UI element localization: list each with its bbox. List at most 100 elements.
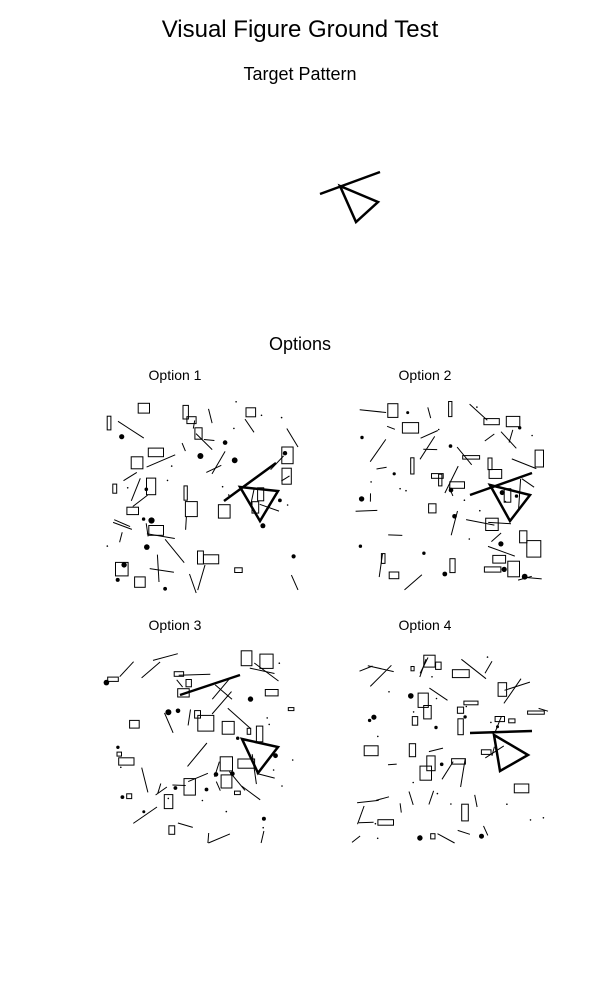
noise-line bbox=[427, 407, 432, 419]
option-4-panel[interactable] bbox=[350, 645, 550, 845]
noise-dot bbox=[222, 440, 228, 445]
noise-rect bbox=[245, 407, 257, 418]
noise-line bbox=[177, 822, 193, 828]
noise-dot bbox=[291, 759, 294, 761]
noise-line bbox=[399, 803, 402, 813]
noise-rect bbox=[526, 540, 542, 558]
option-4-label: Option 4 bbox=[398, 617, 452, 633]
noise-rect bbox=[221, 720, 235, 735]
options-heading: Options bbox=[268, 334, 332, 354]
noise-line bbox=[211, 451, 226, 475]
noise-rect bbox=[411, 716, 419, 726]
noise-line bbox=[503, 678, 522, 704]
option-3-label: Option 3 bbox=[148, 617, 202, 633]
noise-dot bbox=[221, 485, 224, 488]
noise-dot bbox=[501, 566, 507, 572]
noise-line bbox=[351, 835, 361, 843]
noise-dot bbox=[116, 745, 120, 749]
noise-dot bbox=[392, 472, 396, 476]
noise-line bbox=[260, 830, 265, 844]
option-1-panel[interactable] bbox=[100, 395, 300, 595]
noise-dot bbox=[261, 816, 266, 821]
noise-line bbox=[386, 425, 396, 430]
target-pattern-label: Target Pattern bbox=[243, 64, 357, 84]
noise-line bbox=[460, 758, 466, 788]
noise-dot bbox=[479, 833, 484, 839]
noise-rect bbox=[431, 473, 444, 479]
noise-rect bbox=[186, 416, 197, 425]
noise-rect bbox=[219, 756, 233, 772]
option-3-panel[interactable] bbox=[100, 645, 300, 845]
noise-dot bbox=[163, 586, 167, 591]
noise-rect bbox=[129, 719, 140, 729]
noise-line bbox=[474, 794, 478, 808]
noise-line bbox=[208, 833, 231, 844]
noise-line bbox=[437, 833, 455, 844]
noise-rect bbox=[451, 669, 470, 679]
noise-dot bbox=[106, 545, 109, 547]
noise-rect bbox=[240, 650, 253, 667]
noise-dot bbox=[498, 541, 504, 547]
noise-line bbox=[485, 745, 505, 759]
noise-rect bbox=[430, 833, 436, 840]
noise-rect bbox=[463, 700, 479, 706]
target-pattern-figure bbox=[319, 170, 381, 225]
noise-line bbox=[483, 825, 489, 836]
noise-dot bbox=[542, 817, 545, 819]
noise-dot bbox=[141, 517, 146, 521]
noise-rect bbox=[106, 415, 112, 431]
noise-line bbox=[369, 439, 387, 462]
noise-line bbox=[256, 773, 275, 779]
noise-dot bbox=[260, 523, 266, 529]
noise-dot bbox=[370, 481, 372, 483]
noise-rect bbox=[423, 654, 436, 668]
noise-dot bbox=[170, 465, 173, 467]
noise-dot bbox=[175, 708, 181, 714]
noise-rect bbox=[480, 749, 492, 755]
noise-rect bbox=[507, 560, 521, 578]
noise-rect bbox=[130, 456, 144, 470]
noise-dot bbox=[496, 725, 499, 729]
noise-dot bbox=[103, 679, 110, 686]
noise-rect bbox=[497, 682, 508, 697]
noise-rect bbox=[410, 666, 415, 672]
noise-rect bbox=[148, 525, 164, 536]
noise-line bbox=[408, 791, 414, 806]
noise-rect bbox=[234, 790, 241, 796]
noise-rect bbox=[449, 481, 466, 489]
option-1-label: Option 1 bbox=[148, 367, 202, 383]
noise-rect bbox=[203, 554, 220, 565]
noise-rect bbox=[255, 725, 264, 743]
noise-line bbox=[149, 568, 174, 573]
noise-rect bbox=[185, 679, 192, 688]
noise-line bbox=[355, 509, 378, 512]
noise-line bbox=[457, 829, 471, 835]
noise-line bbox=[250, 488, 255, 505]
noise-pattern bbox=[355, 401, 545, 591]
embedded-shape bbox=[469, 471, 533, 524]
noise-line bbox=[369, 664, 392, 687]
option-2-panel[interactable] bbox=[350, 395, 550, 595]
noise-rect bbox=[426, 755, 436, 772]
noise-dot bbox=[388, 691, 390, 693]
noise-line bbox=[450, 510, 458, 536]
noise-line bbox=[466, 519, 495, 526]
noise-dot bbox=[419, 835, 422, 837]
noise-line bbox=[461, 658, 487, 680]
noise-dot bbox=[479, 509, 481, 512]
noise-dot bbox=[408, 693, 414, 699]
noise-rect bbox=[197, 550, 204, 565]
noise-dot bbox=[506, 803, 508, 805]
noise-rect bbox=[488, 469, 503, 479]
noise-rect bbox=[435, 661, 442, 670]
noise-dot bbox=[142, 810, 146, 814]
noise-dot bbox=[120, 795, 125, 799]
noise-dot bbox=[236, 736, 240, 740]
noise-rect bbox=[281, 467, 292, 485]
noise-dot bbox=[225, 810, 228, 813]
noise-line bbox=[197, 564, 206, 591]
noise-dot bbox=[476, 406, 478, 408]
noise-rect bbox=[377, 819, 394, 826]
noise-line bbox=[484, 433, 495, 442]
noise-line bbox=[211, 691, 232, 715]
